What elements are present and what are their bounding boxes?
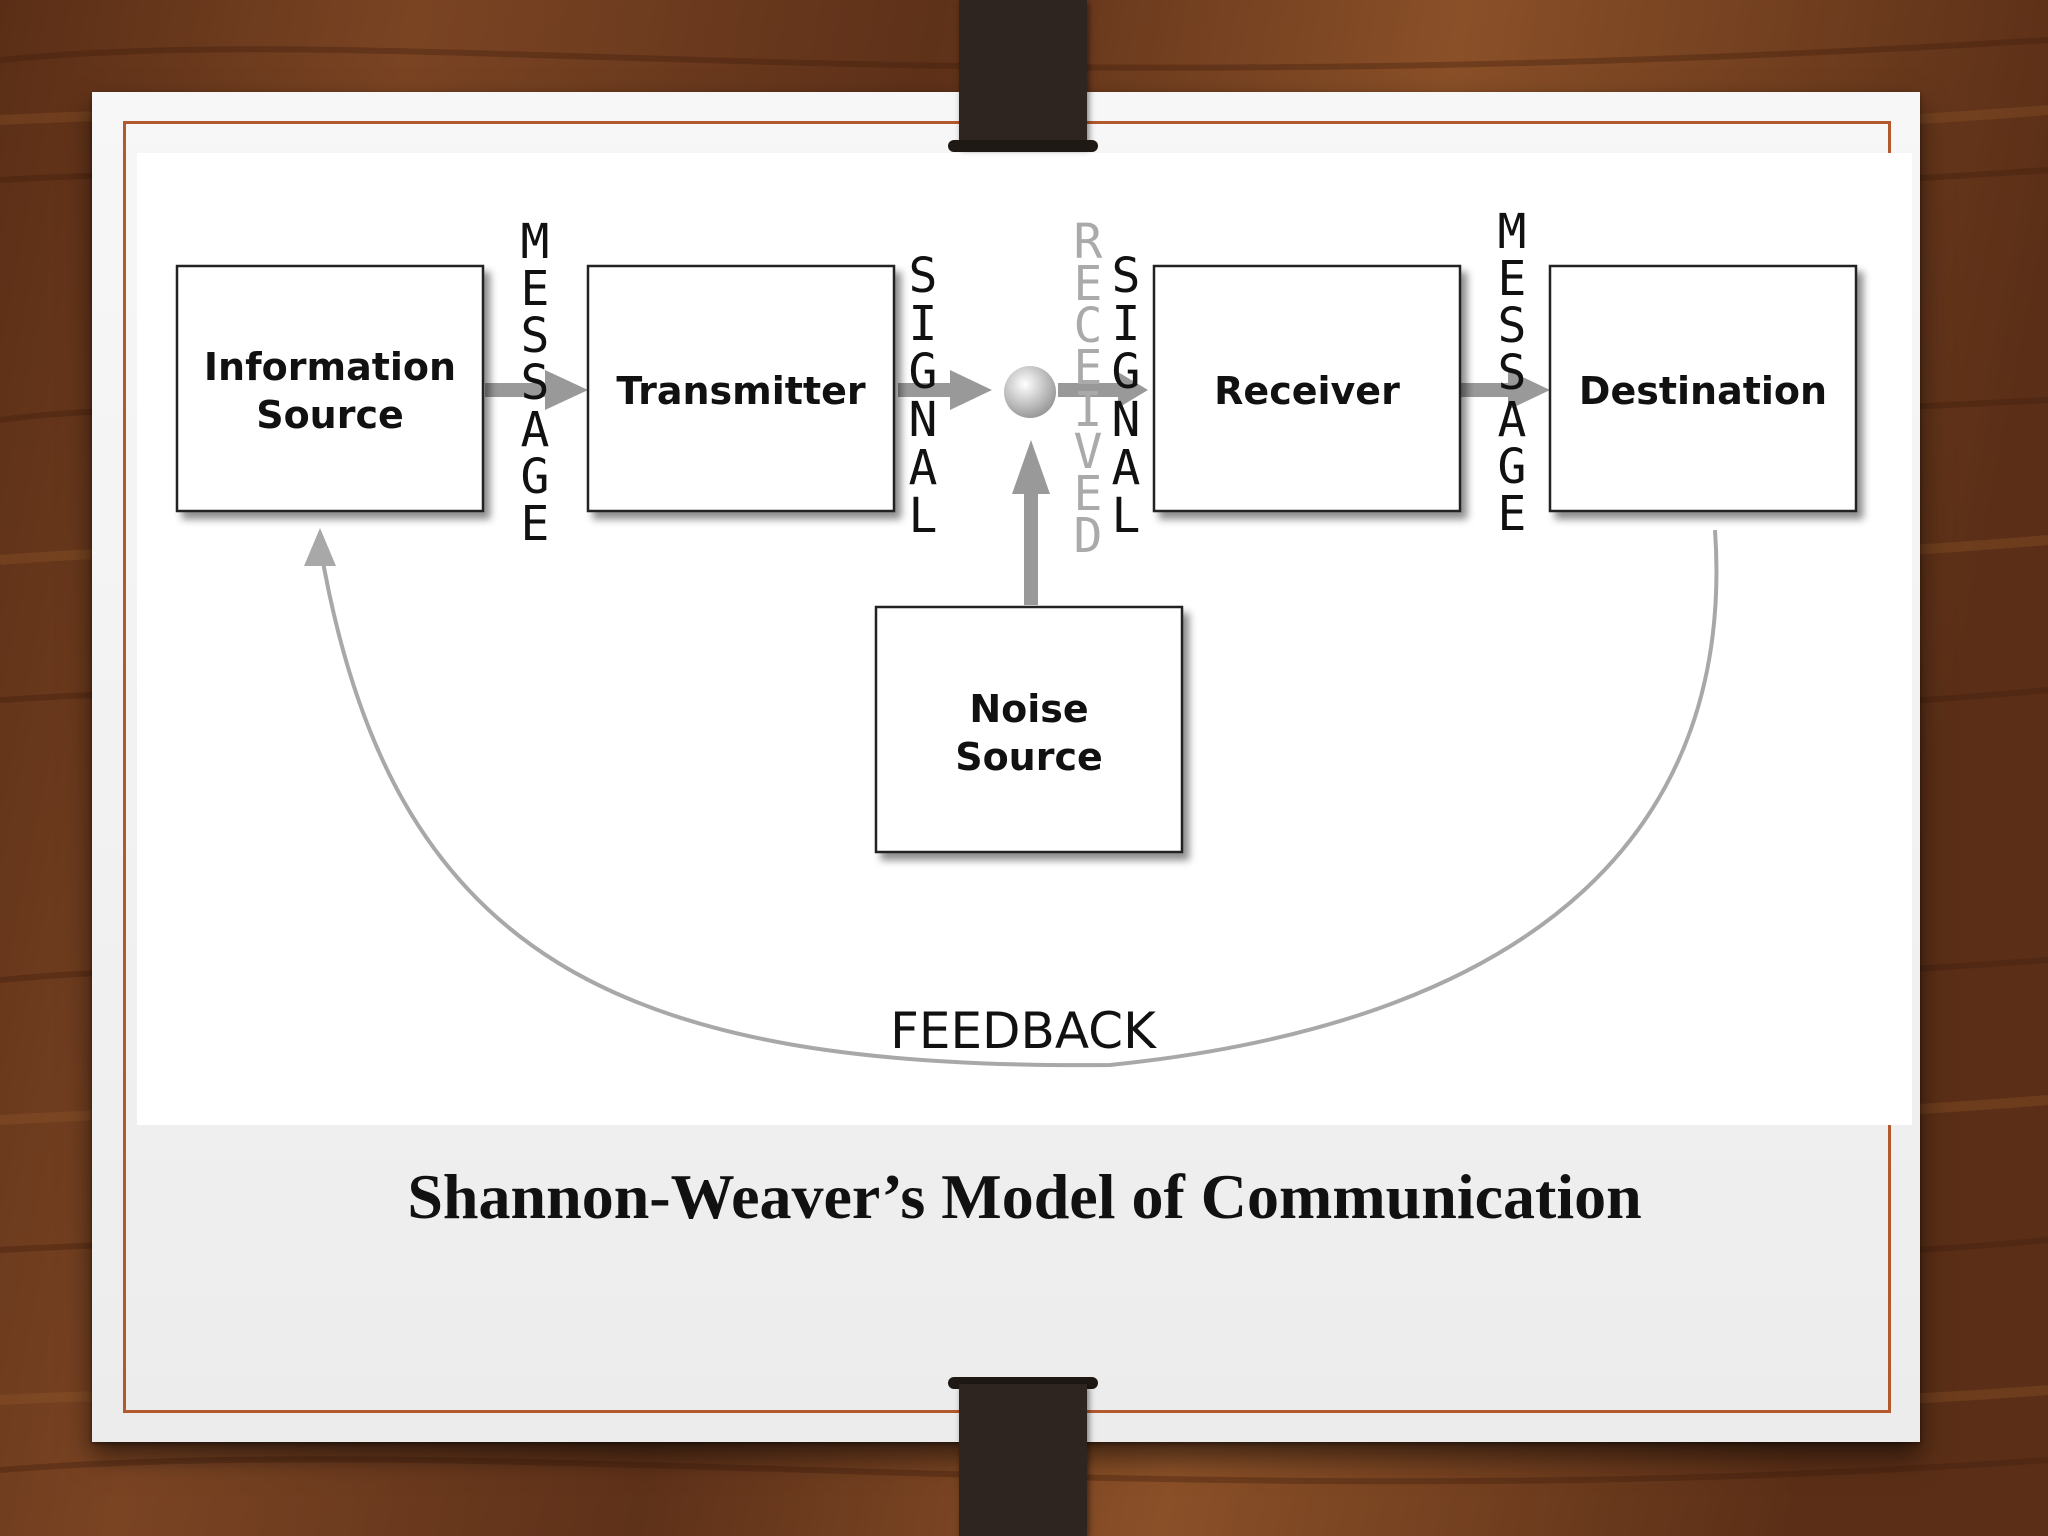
noise-source-line-2: Source	[955, 735, 1103, 779]
arrow-source-to-transmitter	[485, 370, 588, 410]
noise-source-line-1: Noise	[969, 687, 1088, 731]
arrow-noise-to-channel	[1012, 440, 1050, 605]
feedback-curve	[318, 529, 1719, 1068]
receiver-label: Receiver	[1214, 369, 1400, 413]
noise-source-box: Noise Source	[874, 605, 1184, 854]
feedback-label: FEEDBACK	[890, 1002, 1157, 1060]
diagram-caption: Shannon-Weaver’s Model of Communication	[407, 1161, 1642, 1232]
destination-box: Destination	[1548, 264, 1858, 513]
feedback-arrowhead	[304, 528, 336, 566]
information-source-line-1: Information	[204, 345, 456, 389]
transmitter-label: Transmitter	[616, 369, 866, 413]
arrow-channel-to-receiver	[1058, 372, 1148, 408]
information-source-line-2: Source	[256, 393, 404, 437]
arrow-transmitter-to-channel	[898, 370, 992, 410]
information-source-box: Information Source	[175, 264, 485, 513]
bottom-binder-clip	[959, 1384, 1087, 1536]
receiver-box: Receiver	[1152, 264, 1462, 513]
destination-label: Destination	[1579, 369, 1827, 413]
channel-dot	[1004, 366, 1056, 418]
transmitter-box: Transmitter	[586, 264, 896, 513]
arrow-receiver-to-destination	[1460, 370, 1550, 410]
top-binder-clip-cap	[948, 140, 1098, 152]
top-binder-clip	[959, 0, 1087, 148]
